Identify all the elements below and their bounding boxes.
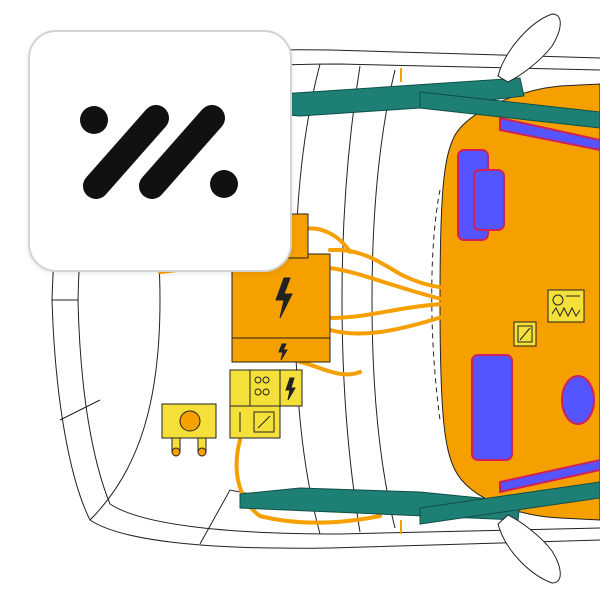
- battery-terminal-icon: [179, 410, 201, 432]
- steering-column-panel: [561, 375, 595, 425]
- relay-fuse-block: [229, 369, 303, 439]
- door-strip-top: [499, 116, 600, 152]
- bottom-pillar-diagonal: [419, 481, 600, 525]
- door-strip-bottom: [499, 458, 600, 494]
- lightning-bolt-icon: [285, 377, 296, 401]
- seat-panels: [457, 116, 600, 494]
- dashboard-control-unit: [513, 321, 537, 347]
- mirror-bottom: [497, 514, 561, 584]
- side-mirrors: [497, 13, 561, 584]
- rear-left-seat-panel: [471, 354, 513, 461]
- lightning-bolt-icon: [278, 343, 288, 361]
- pillars: [239, 77, 600, 525]
- lightning-bolt-icon: [275, 277, 293, 319]
- resistor-icon: [551, 306, 581, 318]
- percent-logo-icon: [80, 105, 238, 199]
- app-badge: [28, 30, 292, 272]
- front-left-seat-back: [473, 169, 505, 231]
- top-pillar-diagonal: [419, 91, 600, 129]
- mirror-top: [497, 13, 561, 83]
- battery: [161, 403, 217, 457]
- heater-resistor: [547, 289, 585, 323]
